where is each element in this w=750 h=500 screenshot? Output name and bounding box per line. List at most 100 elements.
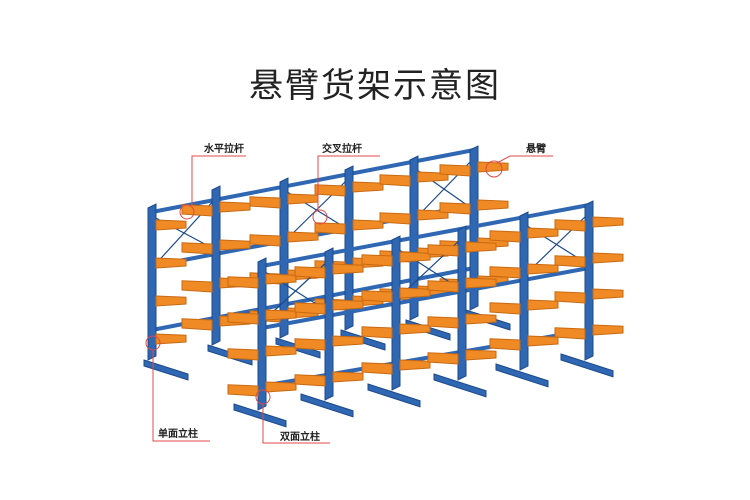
cantilever-arm-front-left [227, 348, 259, 361]
column-back [211, 185, 221, 346]
cantilever-arm-front-left [361, 254, 393, 267]
cantilever-arm-back-left [379, 212, 411, 225]
cantilever-arm-back-left [181, 242, 213, 255]
horizontal-brace-front-mid [260, 266, 591, 330]
cantilever-arm-front [592, 288, 624, 300]
column-front [257, 257, 267, 411]
cantilever-arm-front-left [361, 362, 393, 375]
cantilever-arm-back-left [181, 280, 213, 293]
label-horizontal-brace: 水平拉杆 [203, 142, 244, 155]
cantilever-arm-front [332, 299, 364, 311]
cantilever-arm-back-left [314, 184, 346, 197]
column-front [457, 225, 467, 381]
cantilever-arm-front-left [554, 327, 586, 340]
cantilever-arm-front-left [227, 312, 259, 325]
cantilever-arm-front-left [361, 290, 393, 303]
label-cantilever-arm: 悬臂 [525, 142, 546, 155]
cantilever-arm-front [265, 273, 297, 285]
cantilever-arm-front [399, 359, 431, 371]
column-base-back [143, 359, 189, 381]
cantilever-arm-back-left [379, 174, 411, 187]
column-front [324, 247, 334, 401]
cantilever-arm-back-left [314, 222, 346, 235]
leader-cross-brace [317, 155, 380, 210]
cantilever-arm-front [332, 371, 364, 383]
cantilever-arm-front-left [294, 266, 326, 279]
cantilever-arm-front-left [489, 338, 521, 351]
callouts: 水平拉杆 交叉拉杆 悬臂 单面立柱 双面立柱 [145, 142, 553, 444]
cantilever-arm-front [527, 227, 559, 239]
cantilever-arm-front [332, 263, 364, 275]
cantilever-arm-back [155, 257, 187, 269]
cantilever-arm-back-left [249, 234, 281, 247]
column-back [279, 177, 289, 339]
cantilever-arm-back [477, 199, 509, 211]
cantilever-arm-back [155, 219, 187, 231]
marker-cross-brace [312, 209, 328, 225]
cantilever-arm-front-left [489, 266, 521, 279]
horizontal-brace-back-top [150, 148, 476, 214]
leader-cantilever-arm [496, 155, 553, 164]
cantilever-arm-front-left [554, 291, 586, 304]
cantilever-arm-front-left [427, 244, 459, 257]
cantilever-arm-back-left [439, 164, 471, 177]
cantilever-arm-front-left [227, 384, 259, 397]
leader-horizontal-brace [191, 155, 246, 205]
cantilever-arm-front [465, 349, 497, 361]
cantilever-arm-back [155, 295, 187, 307]
cantilever-arm-front [332, 335, 364, 347]
cantilever-arm-front-left [554, 255, 586, 268]
cantilever-arm-back [352, 219, 384, 231]
cantilever-arm-back-left [249, 196, 281, 209]
cantilever-arm-back-left [181, 204, 213, 217]
column-front [519, 211, 529, 371]
leader-single-column [152, 350, 210, 442]
cantilever-arm-front [465, 241, 497, 253]
cantilever-arm-back [287, 193, 319, 205]
column-base-front [560, 353, 614, 378]
marker-horizontal-brace [179, 204, 195, 220]
cantilever-arm-front [527, 263, 559, 275]
cantilever-arm-front [265, 309, 297, 321]
cantilever-arm-front [265, 345, 297, 357]
cantilever-arm-front-left [489, 302, 521, 315]
column-front [584, 200, 594, 361]
cantilever-arm-front-left [294, 374, 326, 387]
column-front [391, 235, 401, 391]
cantilever-arm-front [592, 252, 624, 264]
cantilever-arm-front-left [554, 219, 586, 232]
cantilever-arm-front-left [294, 302, 326, 315]
column-back [147, 203, 157, 361]
page-title: 悬臂货架示意图 [249, 66, 501, 106]
cantilever-arm-back [219, 239, 251, 251]
label-cross-brace: 交叉拉杆 [322, 142, 362, 155]
cantilever-arm-front-left [361, 326, 393, 339]
column-base-front [433, 373, 487, 398]
cantilever-arm-back-left [181, 318, 213, 331]
column-base-front [367, 383, 421, 408]
marker-cantilever-arm [485, 160, 503, 178]
cantilever-arm-front [527, 335, 559, 347]
cantilever-arm-front-left [294, 338, 326, 351]
rack-structure [143, 145, 624, 428]
cantilever-arm-front [399, 287, 431, 299]
cantilever-arm-front-left [427, 352, 459, 365]
column-base-front [300, 393, 354, 418]
cantilever-arm-front [527, 299, 559, 311]
cantilever-arm-front [465, 313, 497, 325]
cantilever-arm-front-left [427, 280, 459, 293]
cantilever-arm-back [477, 161, 509, 173]
cantilever-arm-front [399, 251, 431, 263]
cantilever-arm-back [219, 201, 251, 213]
cantilever-arm-back [155, 333, 187, 345]
cantilever-arm-front [465, 277, 497, 289]
cantilever-arm-front-left [227, 276, 259, 289]
column-base-front [233, 403, 287, 428]
cantilever-arm-front [592, 324, 624, 336]
cantilever-arm-front-left [427, 316, 459, 329]
leader-double-column [262, 404, 330, 444]
label-single-column: 单面立柱 [158, 427, 198, 440]
cantilever-arm-front [265, 381, 297, 393]
cantilever-arm-front [399, 323, 431, 335]
